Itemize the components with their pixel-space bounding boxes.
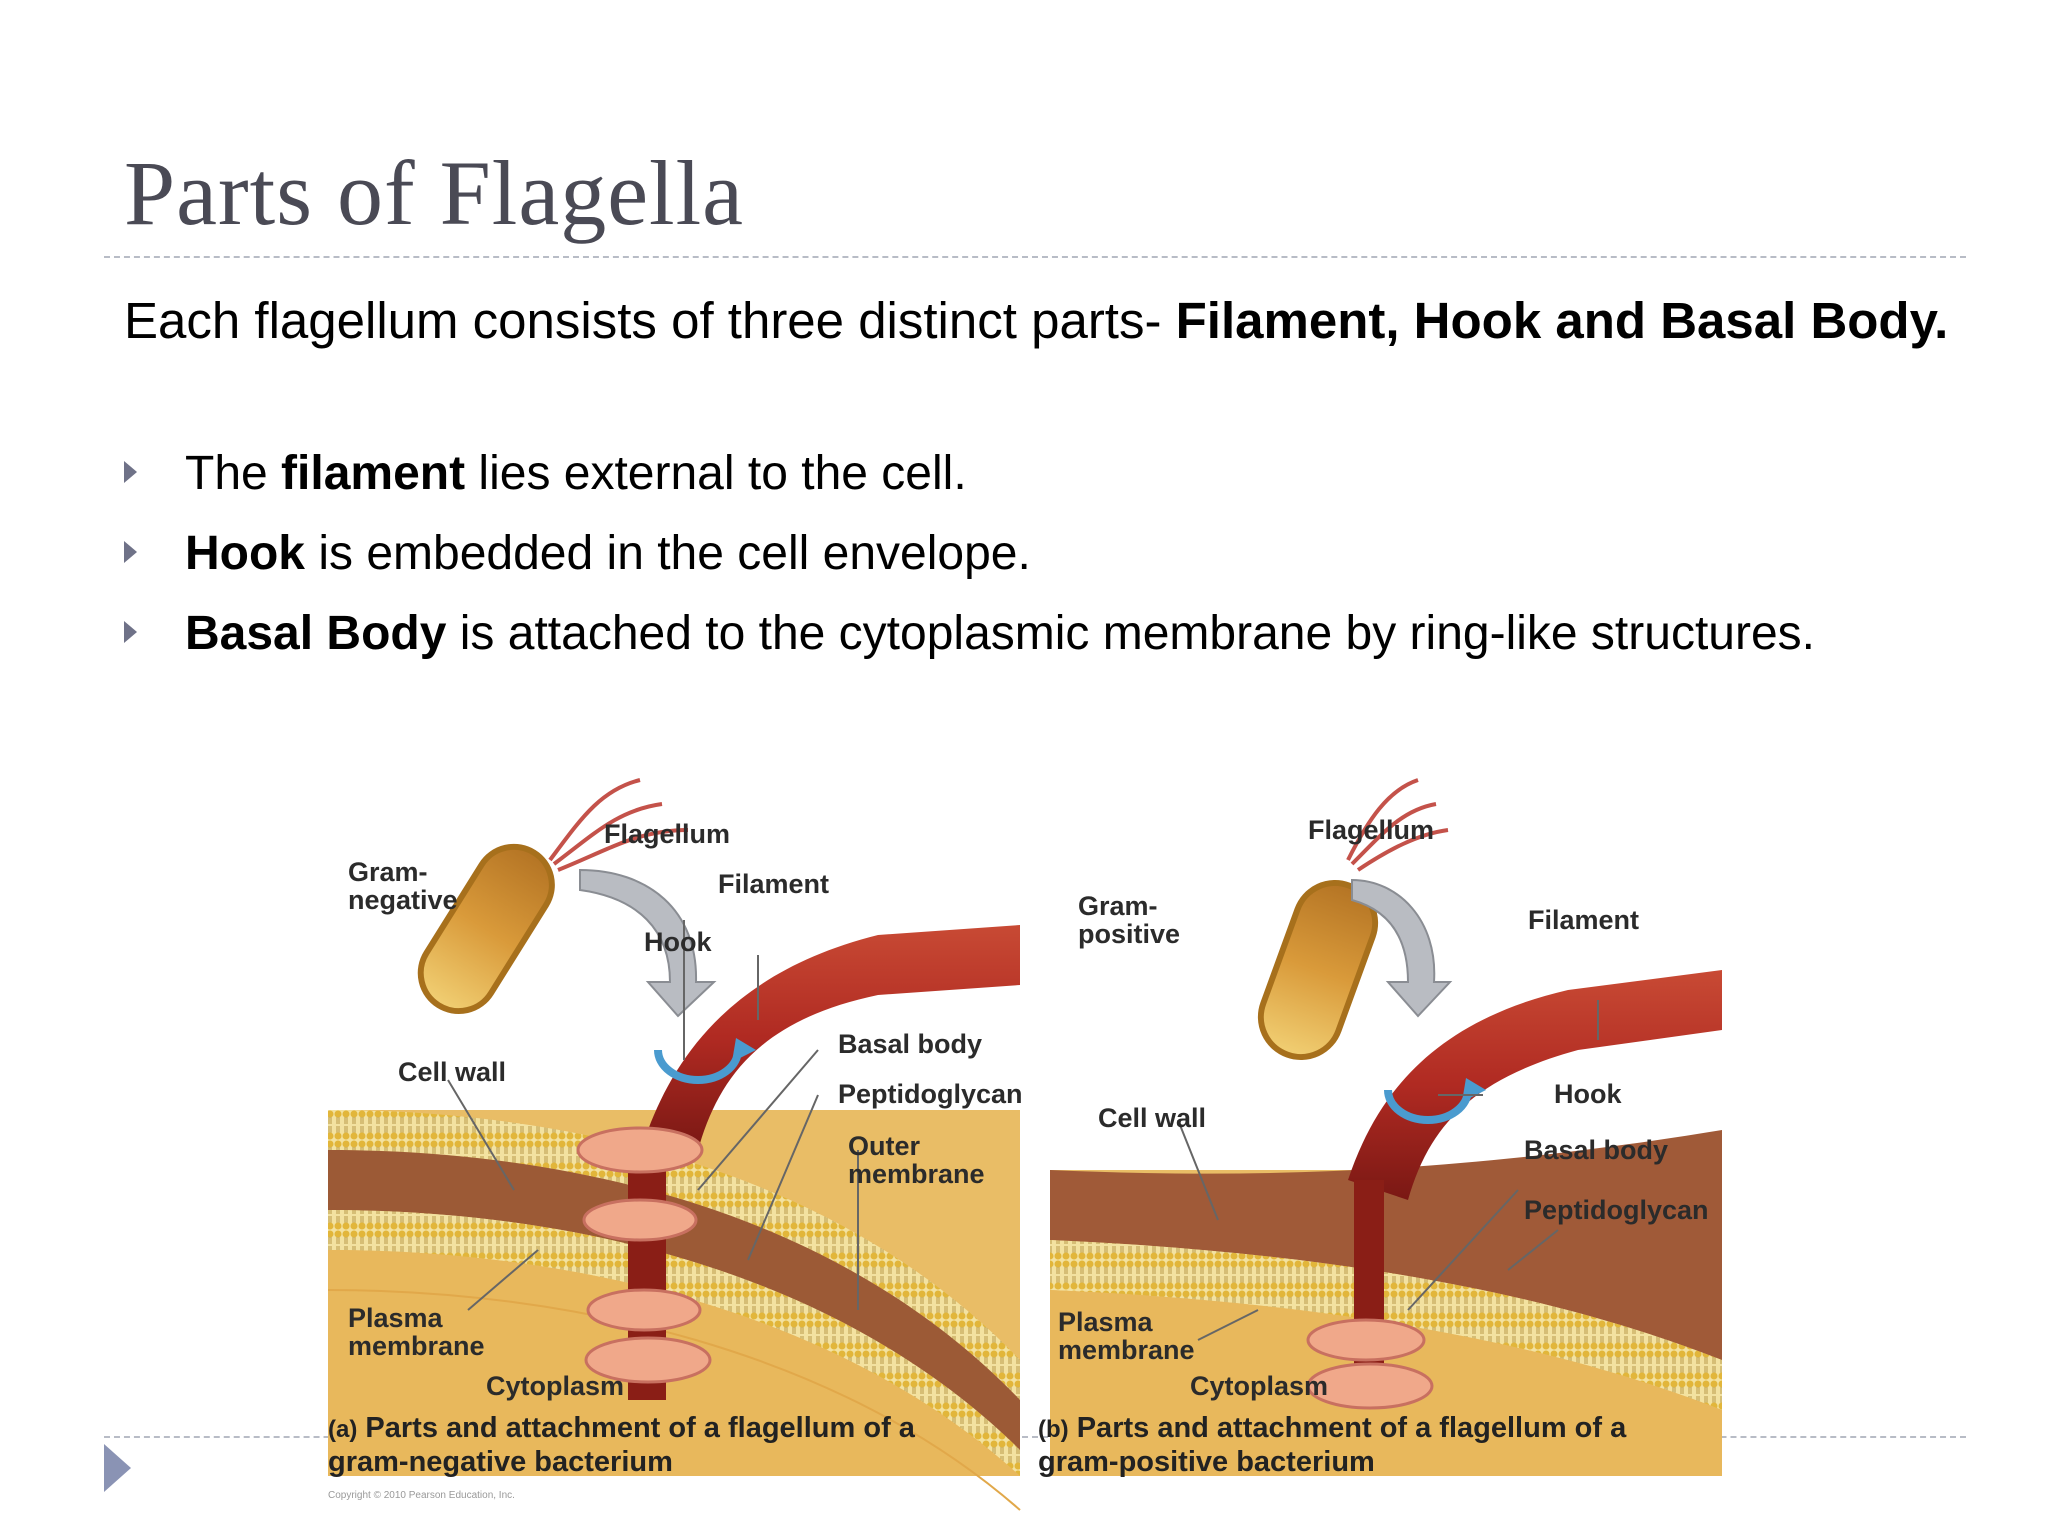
flagella-figure: Gram-negative Flagellum Filament Hook Ce…: [318, 750, 1722, 1520]
slide-nav-arrow-icon: [104, 1444, 131, 1492]
bullet-post: is attached to the cytoplasmic membrane …: [446, 607, 1815, 660]
label-cell-wall-b: Cell wall: [1098, 1103, 1207, 1133]
flagella-illustration: [327, 778, 1722, 1511]
label-cytoplasm-b: Cytoplasm: [1190, 1371, 1329, 1401]
label-peptidoglycan-a: Peptidoglycan: [838, 1079, 1023, 1109]
label-cell-wall-a: Cell wall: [398, 1057, 507, 1087]
label-gram-negative: Gram-negative: [348, 857, 458, 915]
label-peptidoglycan-b: Peptidoglycan: [1524, 1195, 1709, 1225]
title-divider: [104, 256, 1966, 258]
label-hook-b: Hook: [1554, 1079, 1622, 1109]
label-flagellum-a: Flagellum: [604, 819, 731, 849]
bullet-bold: Hook: [185, 527, 305, 580]
intro-text: Each flagellum consists of three distinc…: [124, 292, 1176, 349]
panel-b-drawing: [1050, 778, 1722, 1476]
label-filament-b: Filament: [1528, 905, 1640, 935]
bullet-arrow-icon: [124, 621, 137, 644]
bullet-bold: Basal Body: [185, 607, 447, 660]
bullet-item-basal-body: Basal Body is attached to the cytoplasmi…: [124, 604, 1815, 664]
bullet-arrow-icon: [124, 541, 137, 564]
intro-bold: Filament, Hook and Basal Body.: [1175, 292, 1949, 349]
bullet-post: is embedded in the cell envelope.: [305, 527, 1031, 580]
label-flagellum-b: Flagellum: [1308, 815, 1435, 845]
bullet-post: lies external to the cell.: [465, 447, 967, 500]
label-hook-a: Hook: [644, 927, 712, 957]
label-basal-body-b: Basal body: [1524, 1135, 1669, 1165]
bullet-pre: The: [185, 447, 282, 500]
slide-title: Parts of Flagella: [124, 142, 744, 244]
caption-b: (b) Parts and attachment of a flagellum …: [1038, 1412, 1627, 1478]
panel-a-drawing: [327, 778, 1021, 1511]
bullet-arrow-icon: [124, 461, 137, 484]
intro-paragraph: Each flagellum consists of three distinc…: [124, 288, 1986, 354]
copyright-note: Copyright © 2010 Pearson Education, Inc.: [328, 1490, 515, 1501]
bullet-bold: filament: [281, 447, 466, 500]
label-cytoplasm-a: Cytoplasm: [486, 1371, 625, 1401]
label-gram-positive: Gram-positive: [1078, 891, 1181, 949]
caption-a: (a) Parts and attachment of a flagellum …: [328, 1412, 915, 1478]
label-basal-body-a: Basal body: [838, 1029, 983, 1059]
bullet-item-hook: Hook is embedded in the cell envelope.: [124, 524, 1031, 584]
footer-divider: [104, 1436, 1966, 1438]
label-filament-a: Filament: [718, 869, 830, 899]
bullet-item-filament: The filament lies external to the cell.: [124, 444, 967, 504]
